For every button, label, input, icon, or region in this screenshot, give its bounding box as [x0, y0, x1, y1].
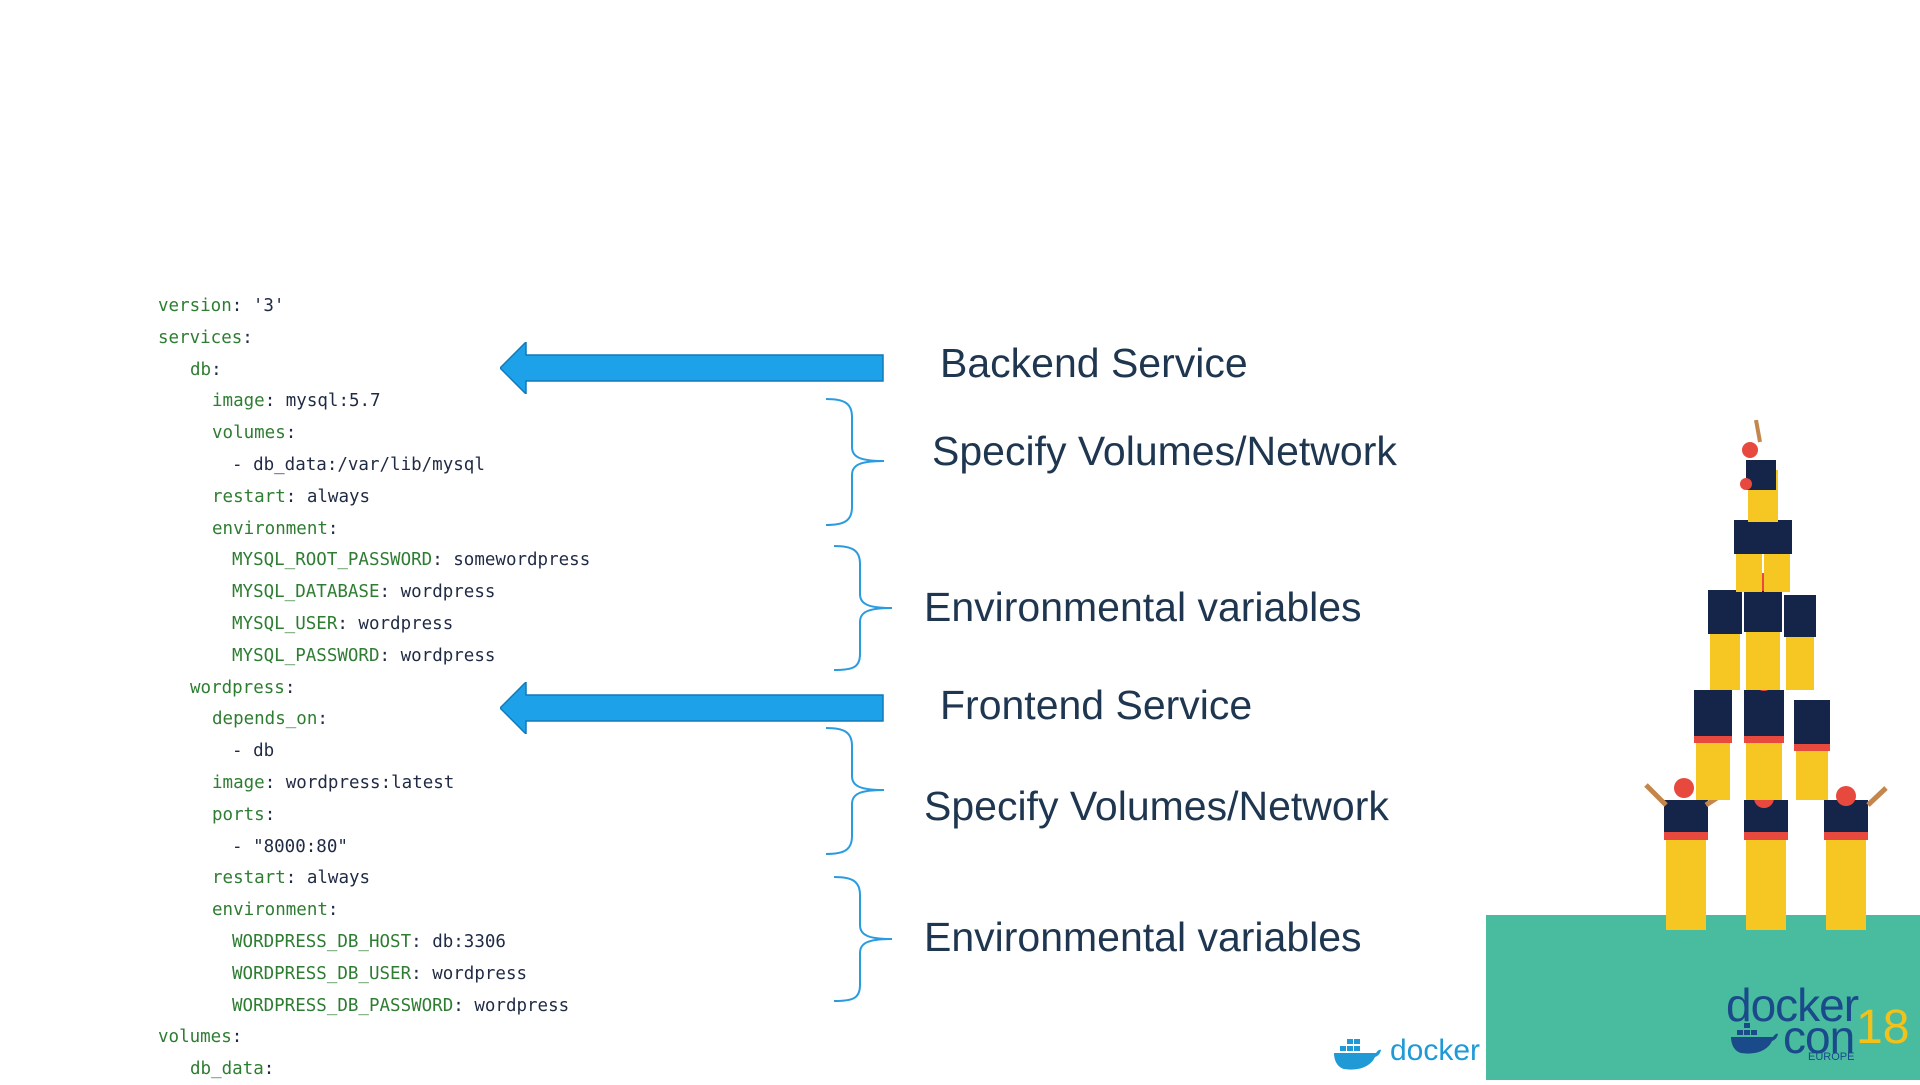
code-key: MYSQL_USER [232, 614, 338, 634]
human-tower-illustration [1644, 420, 1888, 930]
code-value: : [263, 1059, 275, 1080]
code-key: image [212, 391, 265, 412]
code-line: image: mysql:5.7 [212, 385, 381, 417]
code-value: : wordpress [379, 582, 496, 603]
code-value: : [211, 359, 222, 380]
code-value: : [285, 423, 297, 444]
code-key: db_data [190, 1059, 264, 1080]
frontend-service-label: Frontend Service [940, 682, 1253, 728]
code-value: : always [285, 868, 371, 889]
code-key: WORDPRESS_DB_HOST [232, 932, 412, 952]
code-key: MYSQL_PASSWORD [232, 645, 380, 666]
code-line: WORDPRESS_DB_PASSWORD: wordpress [232, 990, 569, 1022]
code-line: WORDPRESS_DB_HOST: db:3306 [232, 926, 506, 958]
specify-volumes-network-label: Specify Volumes/Network [924, 783, 1389, 829]
code-key: WORDPRESS_DB_USER [232, 963, 412, 984]
code-key: services [158, 327, 243, 348]
dockercon-region: EUROPE [1808, 1051, 1855, 1063]
code-line: MYSQL_PASSWORD: wordpress [232, 640, 495, 672]
code-key: environment [212, 900, 328, 921]
docker-whale-icon [1334, 1039, 1381, 1070]
docker-wordmark: docker [1390, 1034, 1481, 1067]
code-line: - "8000:80" [232, 831, 348, 863]
dockercon-year: 18 [1856, 1001, 1910, 1054]
code-line: MYSQL_USER: wordpress [232, 608, 453, 640]
code-value: : [231, 1027, 243, 1048]
code-line: MYSQL_DATABASE: wordpress [232, 576, 495, 608]
code-line: volumes: [212, 417, 296, 449]
code-value: : wordpress:latest [264, 773, 455, 793]
backend-service-label: Backend Service [940, 340, 1248, 386]
code-key: depends_on [212, 709, 318, 730]
curly-brace-icon [833, 876, 893, 1002]
code-key: image [212, 773, 265, 793]
code-key: volumes [158, 1027, 232, 1048]
code-value: : [327, 900, 339, 921]
curly-brace-icon [825, 727, 885, 855]
docker-whale-icon [1731, 1023, 1778, 1054]
code-key: ports [212, 804, 265, 825]
code-value: : mysql:5.7 [264, 391, 381, 412]
environmental-variables-label: Environmental variables [924, 584, 1362, 630]
curly-brace-icon [825, 398, 885, 526]
code-key: wordpress [190, 677, 285, 698]
code-value: : db:3306 [411, 932, 506, 952]
code-line: db: [190, 354, 222, 386]
code-key: environment [212, 518, 328, 539]
code-value: : [317, 709, 328, 730]
curly-brace-icon [833, 545, 893, 671]
code-line: image: wordpress:latest [212, 767, 454, 799]
code-line: depends_on: [212, 703, 328, 735]
code-line: - db [232, 735, 274, 767]
left-arrow-icon [500, 682, 884, 734]
code-value: - db_data:/var/lib/mysql [232, 455, 485, 475]
code-line: db_data: [190, 1053, 274, 1085]
specify-volumes-network-label: Specify Volumes/Network [932, 428, 1397, 474]
code-value: : wordpress [453, 995, 570, 1016]
code-line: restart: always [212, 481, 370, 513]
code-value: : wordpress [379, 645, 496, 666]
dockercon-logo-line1: docker [1726, 979, 1859, 1031]
code-value: - db [232, 741, 275, 762]
code-value: : [327, 518, 339, 539]
code-key: volumes [212, 423, 286, 444]
code-key: MYSQL_DATABASE [232, 582, 380, 603]
environmental-variables-label: Environmental variables [924, 914, 1362, 960]
code-value: : '3' [231, 296, 285, 316]
code-value: : [284, 677, 296, 698]
code-line: WORDPRESS_DB_USER: wordpress [232, 958, 527, 990]
code-key: restart [212, 868, 286, 889]
code-line: volumes: [158, 1021, 242, 1053]
left-arrow-icon [500, 342, 884, 394]
code-line: ports: [212, 799, 275, 831]
code-line: services: [158, 322, 253, 354]
dockercon-logo-line2: con [1783, 1011, 1855, 1063]
code-key: version [158, 296, 232, 316]
code-line: - db_data:/var/lib/mysql [232, 449, 485, 481]
code-line: environment: [212, 513, 338, 545]
code-value: : somewordpress [432, 550, 591, 571]
code-line: version: '3' [158, 290, 284, 322]
code-value: : [242, 327, 253, 348]
dockercon-teal-panel [1486, 915, 1920, 1080]
code-value: : wordpress [337, 614, 454, 634]
code-line: restart: always [212, 862, 370, 894]
code-key: WORDPRESS_DB_PASSWORD [232, 995, 454, 1016]
code-line: environment: [212, 894, 338, 926]
code-value: : [264, 804, 276, 825]
code-value: : always [285, 486, 371, 507]
code-key: MYSQL_ROOT_PASSWORD [232, 550, 433, 571]
code-value: : wordpress [411, 963, 528, 984]
code-line: wordpress: [190, 672, 295, 704]
code-key: restart [212, 486, 286, 507]
code-value: - "8000:80" [232, 836, 348, 857]
code-line: MYSQL_ROOT_PASSWORD: somewordpress [232, 544, 590, 576]
code-key: db [190, 359, 212, 380]
